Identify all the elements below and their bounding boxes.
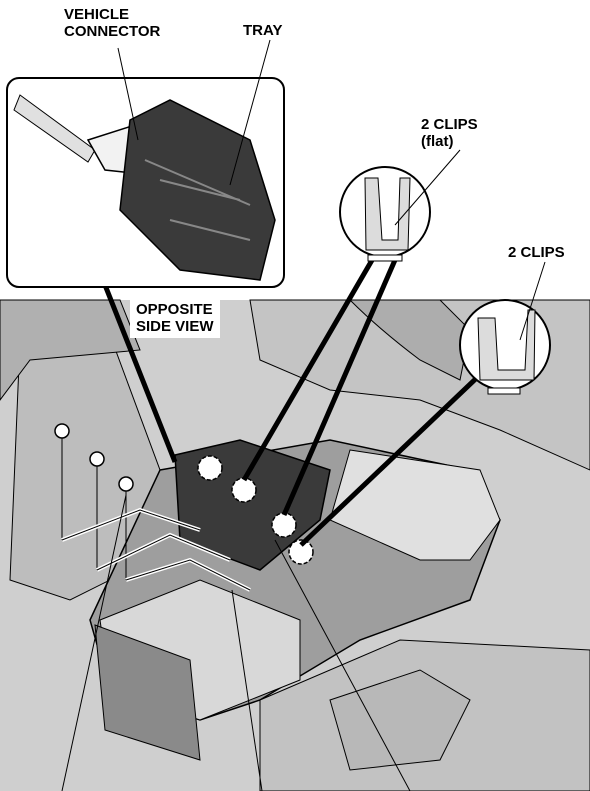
clip-shape bbox=[477, 309, 536, 381]
clip-flat-slot bbox=[367, 254, 403, 262]
seat-back-left bbox=[0, 299, 141, 401]
clips-flat-label: 2 CLIPS (flat) bbox=[421, 116, 478, 150]
pointer-line bbox=[274, 539, 411, 791]
clip-location bbox=[197, 455, 223, 481]
leader-clips bbox=[519, 261, 546, 341]
clip-slot bbox=[487, 387, 521, 395]
connector-inset bbox=[6, 39, 285, 288]
pointer-line bbox=[61, 494, 127, 791]
clip-flat-shape bbox=[364, 177, 411, 251]
pointer-line bbox=[231, 589, 263, 791]
clip-location bbox=[231, 477, 257, 503]
connector-cable bbox=[13, 94, 96, 163]
inset-leader bbox=[241, 253, 378, 482]
vehicle-connector-label: VEHICLE CONNECTOR bbox=[64, 6, 161, 40]
screw bbox=[89, 451, 105, 570]
leader-tray bbox=[229, 39, 271, 186]
opposite-side-view-label: OPPOSITE SIDE VIEW bbox=[130, 299, 220, 338]
console-front-panel bbox=[94, 624, 201, 761]
leader-vehicle-connector bbox=[117, 47, 139, 141]
clip-location bbox=[288, 539, 314, 565]
clips-label: 2 CLIPS bbox=[508, 244, 565, 261]
clip-location bbox=[271, 512, 297, 538]
clips-inset bbox=[459, 261, 551, 395]
tray-inset-detail bbox=[144, 159, 251, 241]
floor-box bbox=[329, 669, 471, 771]
inset-leader bbox=[281, 259, 398, 516]
inset-leader bbox=[102, 284, 178, 463]
inset-leader bbox=[299, 368, 487, 547]
leader-clips-flat bbox=[394, 149, 461, 226]
screw-guide-line bbox=[61, 509, 251, 591]
screw bbox=[118, 476, 134, 580]
screw bbox=[54, 423, 70, 540]
clips-flat-inset bbox=[339, 149, 461, 262]
tray-label: TRAY bbox=[243, 22, 283, 39]
